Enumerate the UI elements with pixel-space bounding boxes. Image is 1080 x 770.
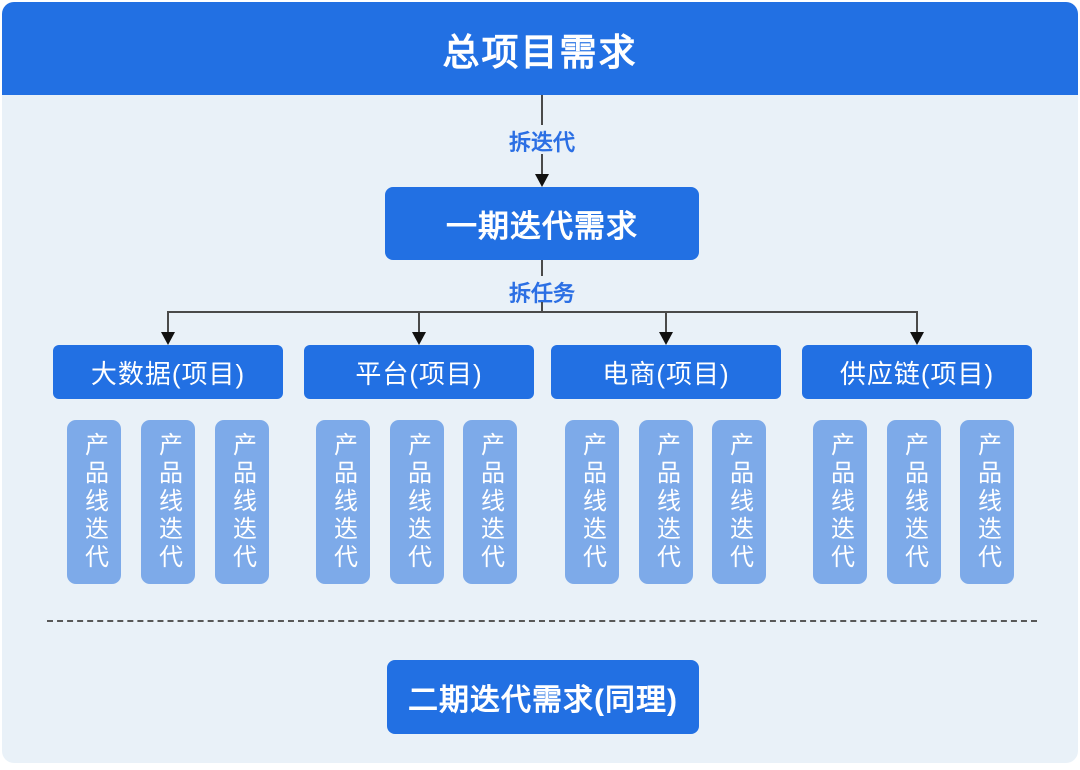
card-productline-iteration: 产品线迭代 <box>390 420 444 584</box>
node-root-label: 总项目需求 <box>442 31 638 73</box>
node-project-supplychain-label: 供应链(项目) <box>839 358 995 389</box>
card-productline-iteration: 产品线迭代 <box>67 420 121 584</box>
card-productline-iteration: 产品线迭代 <box>639 420 693 584</box>
card-productline-iteration: 产品线迭代 <box>887 420 941 584</box>
card-label: 产品线迭代 <box>329 432 357 572</box>
edge-arrowhead-project3-icon <box>659 332 673 345</box>
edge-stem-project2 <box>418 311 420 333</box>
node-phase1: 一期迭代需求 <box>385 187 699 260</box>
card-label: 产品线迭代 <box>826 432 854 572</box>
node-project-bigdata-label: 大数据(项目) <box>90 358 246 389</box>
card-productline-iteration: 产品线迭代 <box>712 420 766 584</box>
node-phase2-label: 二期迭代需求(同理) <box>408 684 678 717</box>
card-label: 产品线迭代 <box>725 432 753 572</box>
card-label: 产品线迭代 <box>80 432 108 572</box>
card-label: 产品线迭代 <box>900 432 928 572</box>
node-phase2: 二期迭代需求(同理) <box>387 660 699 734</box>
edge-root-phase1-label: 拆迭代 <box>504 125 580 157</box>
edge-phase1-projects-stub-bottom <box>541 302 543 312</box>
node-root: 总项目需求 <box>2 2 1078 95</box>
edge-root-phase1-line-top <box>541 95 543 125</box>
card-label: 产品线迭代 <box>652 432 680 572</box>
card-label: 产品线迭代 <box>476 432 504 572</box>
card-productline-iteration: 产品线迭代 <box>813 420 867 584</box>
phase-divider-dashed-line <box>47 620 1037 622</box>
card-productline-iteration: 产品线迭代 <box>565 420 619 584</box>
edge-arrowhead-project4-icon <box>910 332 924 345</box>
node-project-platform-label: 平台(项目) <box>355 358 483 389</box>
edge-root-phase1-line-bottom <box>541 154 543 180</box>
card-productline-iteration: 产品线迭代 <box>960 420 1014 584</box>
node-project-ecommerce: 电商(项目) <box>551 345 781 399</box>
edge-arrowhead-project1-icon <box>161 332 175 345</box>
card-label: 产品线迭代 <box>973 432 1001 572</box>
edge-stem-project1 <box>167 311 169 333</box>
node-phase1-label: 一期迭代需求 <box>446 209 638 244</box>
card-label: 产品线迭代 <box>403 432 431 572</box>
node-project-platform: 平台(项目) <box>304 345 534 399</box>
node-project-bigdata: 大数据(项目) <box>53 345 283 399</box>
edge-root-phase1-arrowhead-icon <box>535 174 549 187</box>
edge-phase1-projects-stub-top <box>541 260 543 278</box>
edge-arrowhead-project2-icon <box>412 332 426 345</box>
node-project-ecommerce-label: 电商(项目) <box>602 358 730 389</box>
card-productline-iteration: 产品线迭代 <box>141 420 195 584</box>
card-productline-iteration: 产品线迭代 <box>463 420 517 584</box>
node-project-supplychain: 供应链(项目) <box>802 345 1032 399</box>
card-label: 产品线迭代 <box>228 432 256 572</box>
edge-stem-project4 <box>916 311 918 333</box>
edge-stem-project3 <box>665 311 667 333</box>
edge-distribution-hline <box>168 311 917 313</box>
card-label: 产品线迭代 <box>154 432 182 572</box>
card-productline-iteration: 产品线迭代 <box>215 420 269 584</box>
card-label: 产品线迭代 <box>578 432 606 572</box>
card-productline-iteration: 产品线迭代 <box>316 420 370 584</box>
